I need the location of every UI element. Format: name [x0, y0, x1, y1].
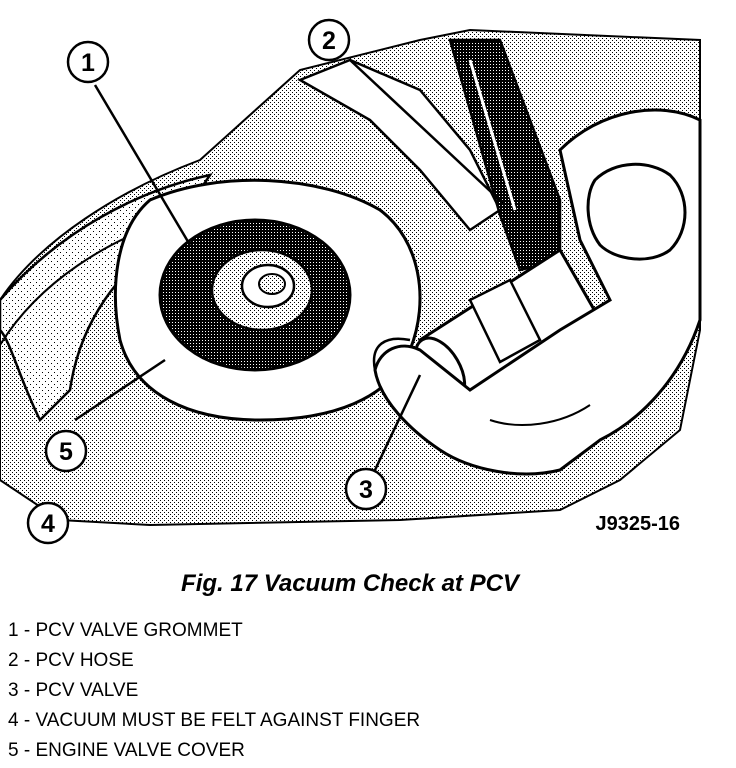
callout-4-number: 4	[41, 510, 55, 538]
callout-5: 5	[44, 429, 88, 473]
legend-separator: -	[23, 740, 31, 761]
legend-separator: -	[23, 710, 31, 731]
legend-number: 5	[8, 740, 19, 761]
legend-number: 2	[8, 650, 19, 671]
legend-item: 1 - PCV VALVE GROMMET	[8, 616, 420, 646]
callout-3: 3	[344, 467, 388, 511]
legend-item: 4 - VACUUM MUST BE FELT AGAINST FINGER	[8, 706, 420, 736]
leader-line-2	[349, 59, 506, 206]
figure-id: J9325-16	[595, 513, 680, 535]
thumb	[586, 162, 687, 261]
callout-1-number: 1	[81, 49, 95, 77]
leader-line-3	[373, 374, 422, 471]
legend-number: 3	[8, 680, 19, 701]
leader-line-5	[74, 358, 166, 422]
callout-2-number: 2	[322, 27, 336, 55]
legend-item: 5 - ENGINE VALVE COVER	[8, 736, 420, 766]
callout-4: 4	[26, 501, 70, 545]
callout-3-number: 3	[359, 476, 373, 504]
callout-1: 1	[66, 40, 110, 84]
legend-item: 2 - PCV HOSE	[8, 646, 420, 676]
pcv-hose-highlight	[468, 59, 517, 211]
finger-crease	[489, 404, 591, 426]
legend-number: 4	[8, 710, 19, 731]
callout-5-number: 5	[59, 438, 73, 466]
leader-line-1	[93, 84, 192, 246]
legend-separator: -	[23, 680, 31, 701]
legend-text: ENGINE VALVE COVER	[35, 740, 245, 761]
legend-separator: -	[23, 620, 31, 641]
pcv-valve-band	[468, 278, 542, 364]
figure-caption: Fig. 17 Vacuum Check at PCV	[181, 570, 519, 597]
legend-text: PCV VALVE	[35, 680, 139, 701]
legend-text: PCV VALVE GROMMET	[35, 620, 243, 641]
legend-number: 1	[8, 620, 19, 641]
legend-item: 3 - PCV VALVE	[8, 676, 420, 706]
legend-text: VACUUM MUST BE FELT AGAINST FINGER	[35, 710, 421, 731]
callout-2: 2	[307, 18, 351, 62]
finger-tip	[372, 337, 411, 371]
legend-list: 1 - PCV VALVE GROMMET 2 - PCV HOSE 3 - P…	[8, 616, 420, 766]
legend-text: PCV HOSE	[35, 650, 134, 671]
pcv-illustration: 1 2 3 4 5 J9325-16	[0, 18, 702, 545]
grommet-bore-inner	[258, 273, 286, 295]
legend-separator: -	[23, 650, 31, 671]
